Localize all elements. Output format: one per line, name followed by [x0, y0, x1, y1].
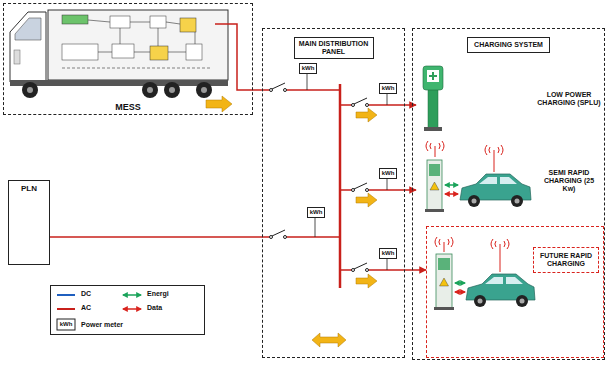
- future-rapid-region: FUTURE RAPID CHARGING: [426, 226, 604, 358]
- ac-connector: [405, 269, 426, 271]
- electric-car: [460, 174, 531, 207]
- antenna-symbol: [426, 141, 509, 272]
- semi-rapid-charger: [425, 160, 444, 212]
- legend-samples: [51, 286, 204, 334]
- power-meter-sample: [57, 319, 75, 330]
- power-meter: kWh: [299, 63, 317, 74]
- legend-text: DC: [81, 290, 91, 297]
- power-meter: kWh: [307, 207, 325, 218]
- ac-connector: [405, 104, 416, 106]
- pln-box: PLN: [8, 180, 50, 265]
- low-power-charging-label: LOW POWER CHARGING (SPLU): [536, 91, 602, 107]
- panel-wiring: [262, 84, 405, 288]
- data-arrow: [455, 291, 465, 293]
- power-meter-label: kWh: [309, 209, 324, 216]
- legend-text: Energi: [147, 290, 169, 297]
- charging-system-label: CHARGING SYSTEM: [467, 37, 550, 53]
- mess-region: MESS: [3, 3, 253, 115]
- ac-wire: [215, 24, 253, 90]
- charging-system: CHARGING SYSTEM LOW POWER CHARGING (SPLU)…: [412, 28, 605, 360]
- meter-stub: [307, 73, 387, 270]
- energy-arrow: [206, 96, 232, 112]
- distribution-panel-label: MAIN DISTRIBUTION PANEL: [294, 37, 374, 59]
- power-meter: kWh: [379, 248, 397, 259]
- power-meter-label: kWh: [381, 85, 396, 92]
- dc-line-sample: [57, 294, 75, 296]
- future-rapid-region-label: FUTURE RAPID CHARGING: [533, 247, 599, 273]
- power-meter: kWh: [379, 83, 397, 94]
- truck-illustration: [10, 10, 253, 98]
- meter-label: kWh: [57, 319, 75, 330]
- semi-rapid-charging: SEMI RAPID CHARGING (25 Kw): [416, 141, 604, 221]
- energy-arrow: [312, 108, 377, 347]
- distribution-panel: MAIN DISTRIBUTION PANEL kWh kWh kWh kWh kWh: [262, 28, 405, 358]
- energy-arrow: [455, 282, 465, 284]
- power-meter: kWh: [379, 168, 397, 179]
- power-meter-label: kWh: [381, 250, 396, 257]
- low-power-charging: LOW POWER CHARGING (SPLU): [416, 63, 604, 135]
- ac-line-sample: [57, 308, 75, 310]
- electric-car: [466, 274, 535, 307]
- mess-region-label: MESS: [114, 102, 142, 112]
- energy-arrow: [445, 184, 458, 186]
- semi-rapid-charging-label: SEMI RAPID CHARGING (25 Kw): [536, 169, 602, 193]
- power-meter-label: kWh: [381, 170, 396, 177]
- legend-text: Data: [147, 304, 162, 311]
- rapid-charger: [434, 254, 454, 310]
- legend-text: AC: [81, 304, 91, 311]
- pln-box-label: PLN: [20, 184, 38, 193]
- splu-charger: [423, 66, 443, 131]
- power-meter-label: kWh: [301, 65, 316, 72]
- legend-text: Power meter: [81, 321, 123, 328]
- ac-connector: [253, 89, 262, 91]
- legend-box: DC AC EnergiDataPower meter kWh: [50, 285, 205, 335]
- ac-connector: [405, 189, 416, 191]
- energy-arrow-sample: [123, 294, 141, 296]
- ac-connector: [50, 236, 262, 238]
- data-arrow-sample: [123, 308, 141, 310]
- switch-symbol: [270, 83, 369, 272]
- data-arrow: [445, 193, 458, 195]
